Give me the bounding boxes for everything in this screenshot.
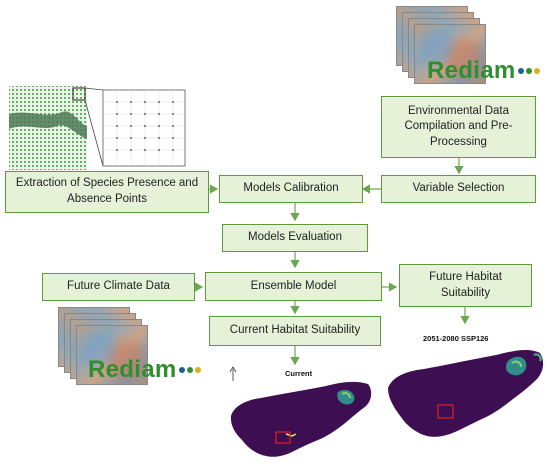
future-climate-label: Future Climate Data — [67, 280, 170, 293]
rediam-logo-text: Rediam — [427, 57, 516, 84]
future-habitat-label: Future Habitat Suitability — [429, 270, 502, 299]
species-points-label: Extraction of Species Presence and Absen… — [15, 177, 199, 205]
models-evaluation-box: Models Evaluation — [222, 224, 368, 252]
future-map-title: 2051-2080 SSP126 — [423, 334, 489, 343]
env-data-box: Environmental Data Compilation and Pre-P… — [381, 96, 536, 158]
raster-stack-top — [396, 6, 506, 86]
raster-stack-bottom — [58, 307, 168, 387]
current-habitat-label: Current Habitat Suitability — [229, 324, 361, 337]
variable-selection-box: Variable Selection — [381, 175, 536, 203]
models-calibration-label: Models Calibration — [243, 182, 339, 195]
current-habitat-box: Current Habitat Suitability — [209, 316, 381, 346]
species-grid-illustration — [7, 84, 187, 172]
species-points-box: Extraction of Species Presence and Absen… — [5, 171, 209, 213]
variable-selection-label: Variable Selection — [412, 182, 505, 195]
current-map-title: Current — [285, 369, 313, 378]
ensemble-model-label: Ensemble Model — [250, 279, 337, 292]
future-climate-box: Future Climate Data — [42, 273, 195, 301]
models-calibration-box: Models Calibration — [219, 175, 363, 203]
rediam-logo-top: Rediam — [427, 57, 540, 85]
rediam-logo-text: Rediam — [88, 356, 177, 383]
ensemble-model-box: Ensemble Model — [205, 272, 382, 301]
env-data-label: Environmental Data Compilation and Pre-P… — [404, 104, 513, 148]
models-evaluation-label: Models Evaluation — [248, 231, 342, 244]
current-habitat-map — [230, 381, 372, 457]
future-habitat-map — [388, 349, 544, 437]
rediam-logo-bottom: Rediam — [88, 356, 201, 384]
future-habitat-box: Future Habitat Suitability — [399, 264, 532, 307]
